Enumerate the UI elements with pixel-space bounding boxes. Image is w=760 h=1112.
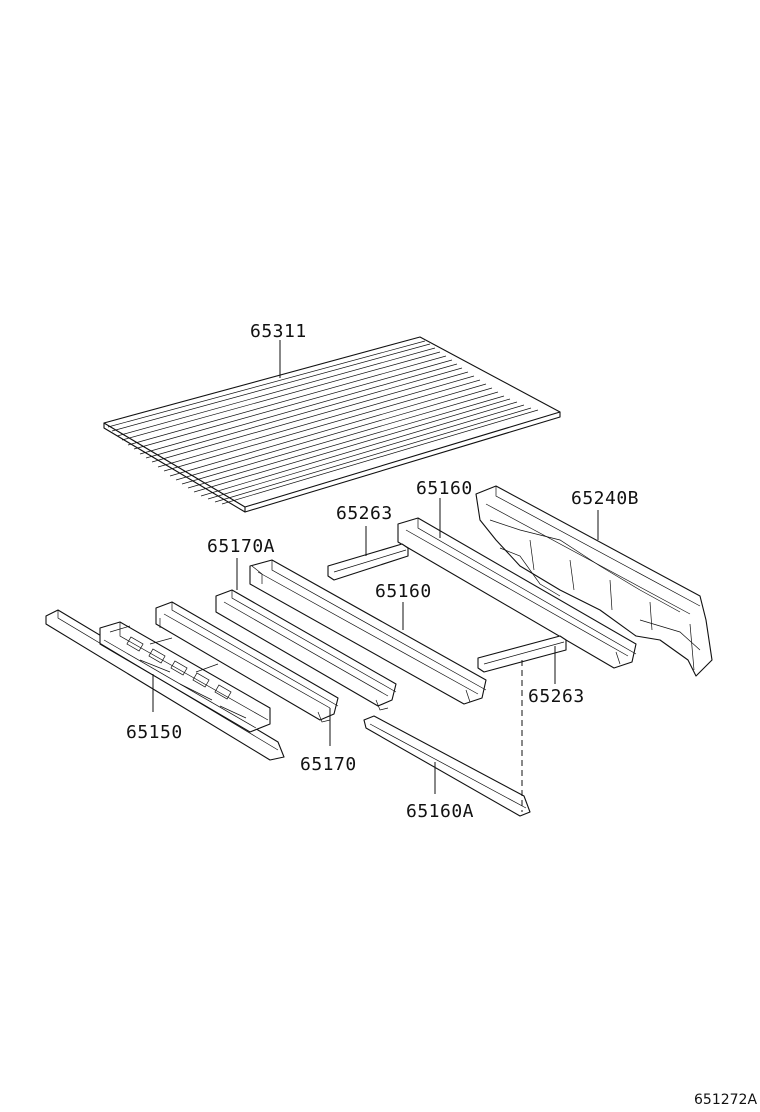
part-number-sill-upper: 65160 bbox=[416, 478, 473, 499]
sill-middle-drawing bbox=[249, 559, 487, 705]
floor-panel-drawing bbox=[103, 336, 561, 513]
sill-lower-drawing bbox=[363, 715, 531, 817]
part-number-sill-middle: 65160 bbox=[375, 581, 432, 602]
crossmember-drawing bbox=[155, 601, 339, 723]
part-number-bracket-lower: 65263 bbox=[528, 686, 585, 707]
leader-lines bbox=[152, 340, 599, 812]
figure-code: 651272A bbox=[694, 1092, 757, 1108]
crossmember-a-drawing bbox=[215, 589, 397, 711]
part-number-bracket-upper: 65263 bbox=[336, 503, 393, 524]
part-number-floor-panel: 65311 bbox=[250, 321, 307, 342]
bracket-upper-drawing bbox=[327, 543, 409, 581]
part-number-crossmember-front: 65150 bbox=[126, 722, 183, 743]
sill-upper-drawing bbox=[397, 517, 637, 669]
part-number-rear-sill-assembly: 65240B bbox=[571, 488, 639, 509]
crossmember-front-drawing bbox=[45, 609, 285, 761]
rear-sill-assembly-drawing bbox=[475, 485, 713, 677]
part-number-crossmember-a: 65170A bbox=[207, 536, 275, 557]
bracket-lower-drawing bbox=[477, 635, 567, 673]
part-number-sill-lower: 65160A bbox=[406, 801, 474, 822]
part-number-crossmember: 65170 bbox=[300, 754, 357, 775]
